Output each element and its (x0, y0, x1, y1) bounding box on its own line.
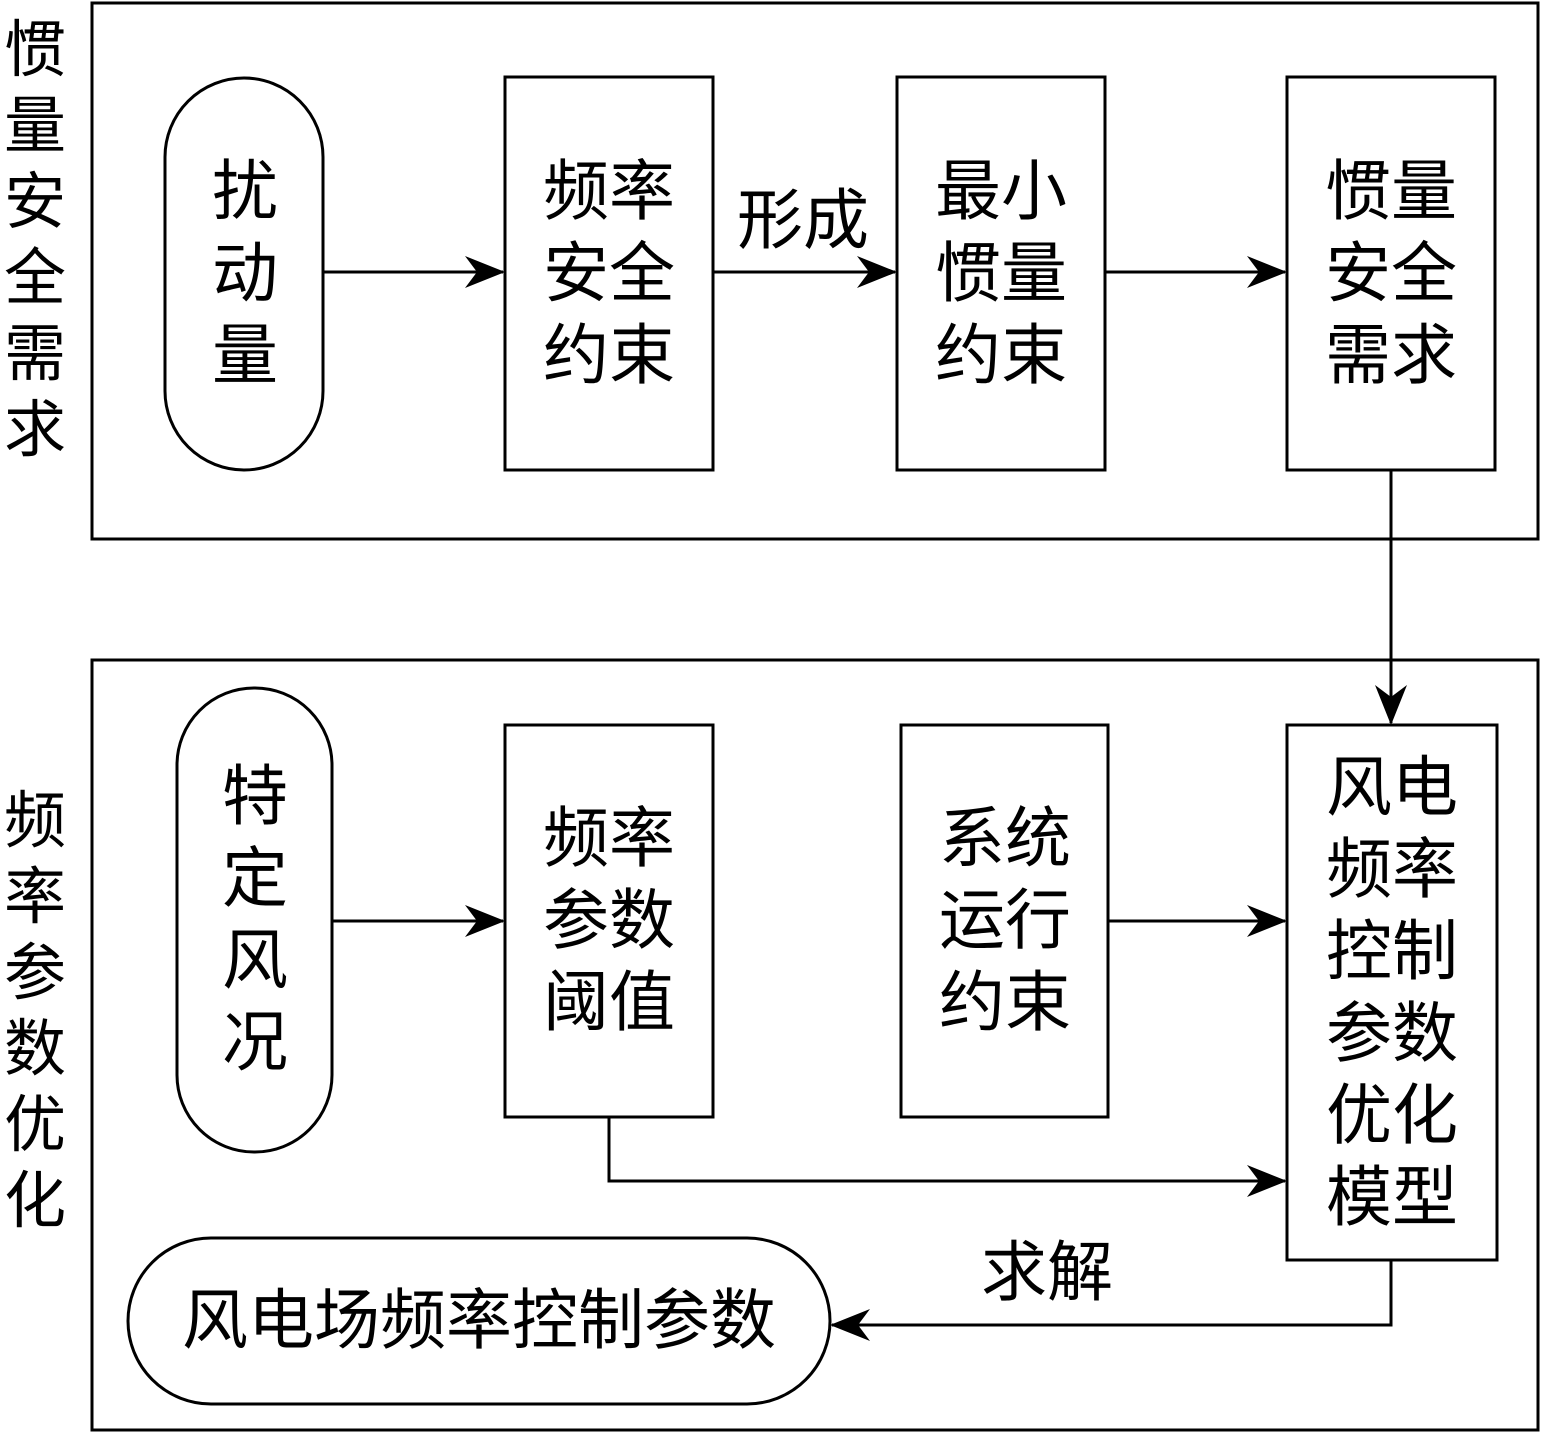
wind-condition-label: 特 定 风 况 (222, 758, 288, 1081)
min-inertia-label: 最小 惯量 约束 (935, 152, 1067, 394)
top-section-title: 惯 量 安 全 需 求 (3, 13, 66, 466)
disturbance-node (163, 76, 325, 472)
top-section-frame (90, 1, 1540, 541)
arrow-threshold-to-opt-model (607, 1117, 1287, 1197)
edge-label-form: 形成 (737, 182, 869, 259)
arrow-opt-model-to-result (830, 1260, 1393, 1341)
inertia-demand-label: 惯量 安全 需求 (1325, 152, 1457, 394)
bottom-section-frame (90, 658, 1540, 1432)
disturbance-label: 扰 动 量 (212, 153, 278, 394)
edge-label-solve: 求解 (981, 1234, 1113, 1311)
result-label: 风电场频率控制参数 (182, 1282, 776, 1359)
freq-safety-label: 频率 安全 约束 (543, 152, 675, 394)
opt-model-label: 风电 频率 控制 参数 优化 模型 (1326, 748, 1458, 1236)
bottom-section-title: 频 率 参 数 优 化 (3, 784, 66, 1237)
freq-threshold-label: 频率 参数 阈值 (543, 800, 675, 1041)
sys-constraint-label: 系统 运行 约束 (939, 800, 1071, 1041)
